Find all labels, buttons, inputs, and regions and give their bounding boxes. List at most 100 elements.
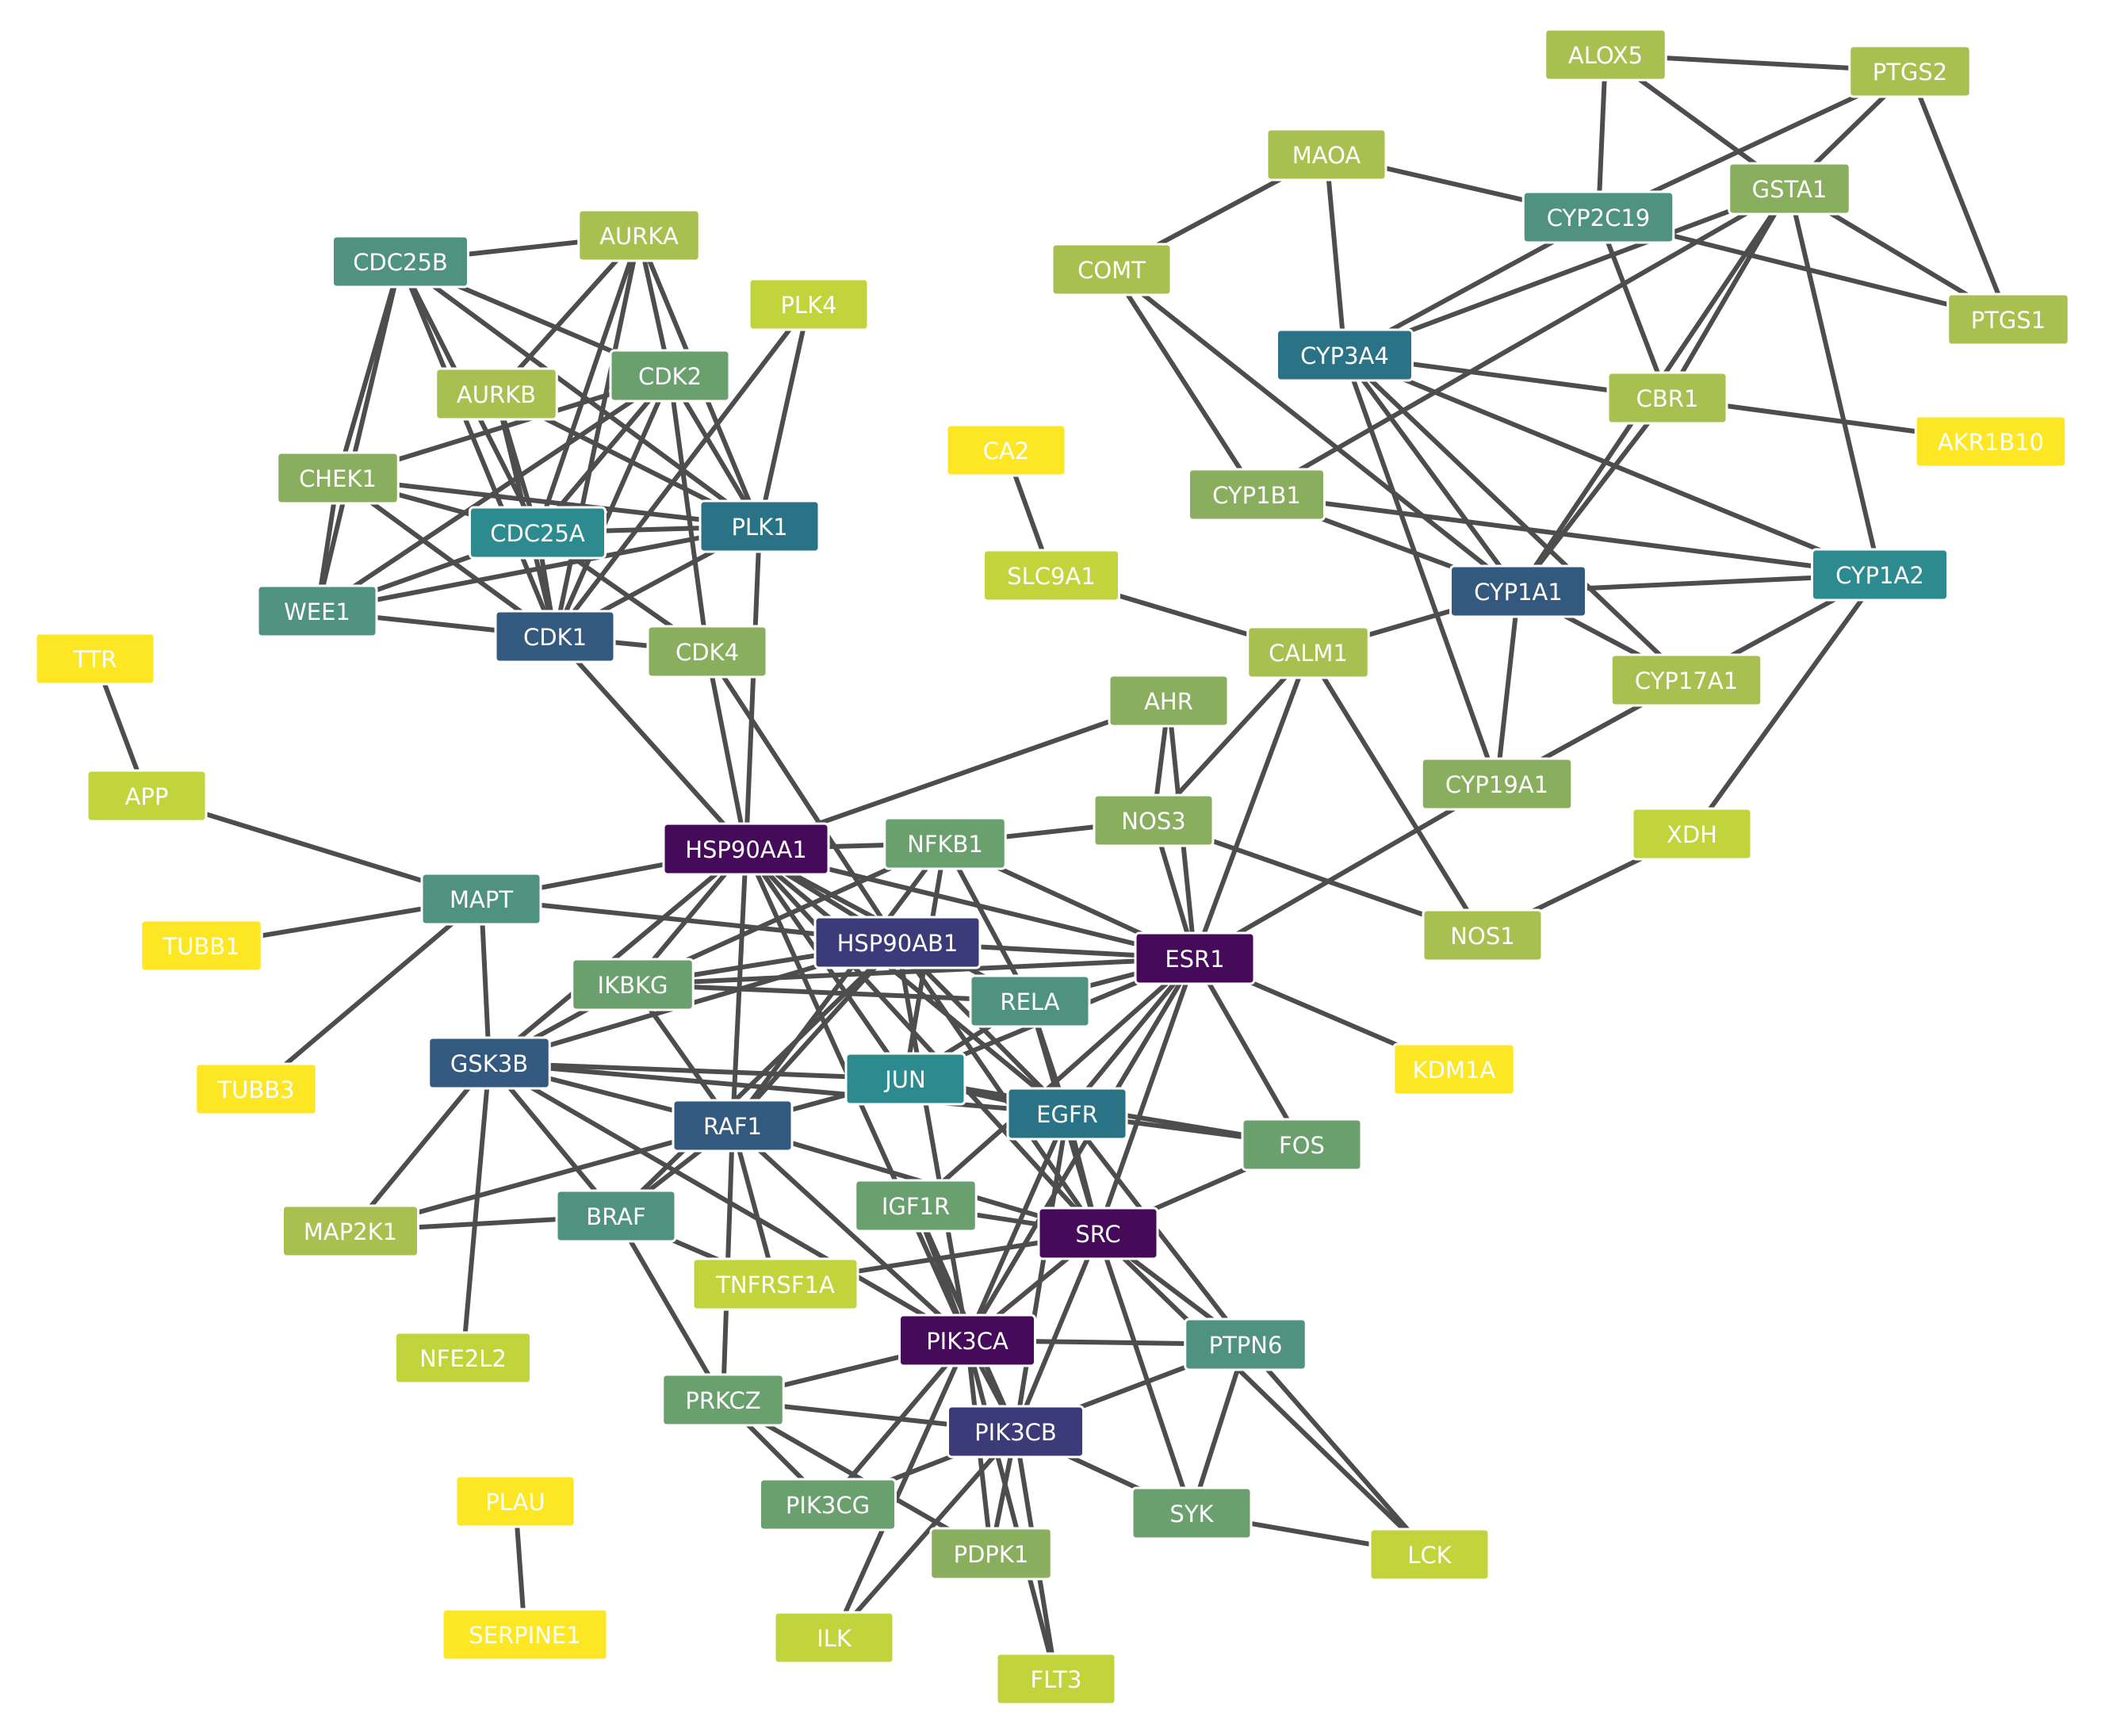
node-aurkb[interactable]: AURKB — [434, 367, 558, 421]
node-prkcz[interactable]: PRKCZ — [661, 1373, 785, 1427]
node-plau[interactable]: PLAU — [454, 1474, 576, 1528]
node-label: PLK4 — [780, 292, 836, 319]
edge-plk1-hsp90aa1 — [744, 524, 762, 851]
node-comt[interactable]: COMT — [1051, 243, 1173, 296]
node-tubb3[interactable]: TUBB3 — [194, 1062, 318, 1116]
node-cyp19a1[interactable]: CYP19A1 — [1420, 757, 1574, 811]
node-ikbkg[interactable]: IKBKG — [571, 958, 695, 1011]
edge-maoa-cyp3a4 — [1324, 152, 1347, 358]
node-tubb1[interactable]: TUBB1 — [140, 919, 263, 973]
node-gsta1[interactable]: GSTA1 — [1728, 162, 1851, 216]
node-nos3[interactable]: NOS3 — [1093, 793, 1215, 847]
node-box — [577, 208, 701, 262]
node-egfr[interactable]: EGFR — [1006, 1087, 1128, 1141]
node-pik3cg[interactable]: PIK3CG — [759, 1478, 897, 1531]
node-ca2[interactable]: CA2 — [945, 423, 1067, 477]
node-pdpk1[interactable]: PDPK1 — [929, 1527, 1053, 1581]
node-hsp90aa1[interactable]: HSP90AA1 — [662, 822, 830, 876]
node-braf[interactable]: BRAF — [555, 1189, 677, 1243]
node-box — [945, 423, 1067, 477]
node-map2k1[interactable]: MAP2K1 — [281, 1204, 419, 1258]
node-jun[interactable]: JUN — [844, 1052, 966, 1106]
node-app[interactable]: APP — [86, 769, 208, 823]
edge-cyp3a4-cyp1a1 — [1342, 353, 1521, 594]
node-label: HSP90AB1 — [837, 930, 959, 957]
node-cyp17a1[interactable]: CYP17A1 — [1609, 653, 1763, 707]
node-tnfrsf1a[interactable]: TNFRSF1A — [691, 1257, 859, 1311]
node-fos[interactable]: FOS — [1241, 1118, 1363, 1172]
node-alox5[interactable]: ALOX5 — [1544, 28, 1667, 82]
node-cdk2[interactable]: CDK2 — [609, 349, 731, 403]
node-cdc25b[interactable]: CDC25B — [331, 235, 469, 289]
node-calm1[interactable]: CALM1 — [1246, 625, 1370, 679]
node-box — [1368, 1528, 1491, 1581]
node-pik3cb[interactable]: PIK3CB — [947, 1405, 1085, 1459]
node-src[interactable]: SRC — [1037, 1206, 1159, 1260]
node-box — [1449, 564, 1587, 618]
node-box — [494, 610, 616, 663]
node-akr1b10[interactable]: AKR1B10 — [1914, 415, 2068, 468]
node-cyp1b1[interactable]: CYP1B1 — [1188, 468, 1326, 522]
node-rela[interactable]: RELA — [969, 974, 1091, 1028]
node-cyp2c19[interactable]: CYP2C19 — [1521, 190, 1675, 244]
node-nfe2l2[interactable]: NFE2L2 — [394, 1331, 532, 1385]
node-slc9a1[interactable]: SLC9A1 — [982, 549, 1120, 602]
node-box — [1246, 625, 1370, 679]
node-ptgs1[interactable]: PTGS1 — [1946, 293, 2070, 346]
node-ilk[interactable]: ILK — [773, 1611, 895, 1665]
edge-src-syk — [1096, 1231, 1194, 1516]
node-serpine1[interactable]: SERPINE1 — [441, 1608, 609, 1661]
node-maoa[interactable]: MAOA — [1265, 128, 1387, 182]
edge-esr1-pik3ca — [965, 956, 1197, 1343]
node-label: KDM1A — [1413, 1057, 1496, 1084]
node-cdk1[interactable]: CDK1 — [494, 610, 616, 663]
edge-hsp90ab1-braf — [614, 940, 900, 1218]
node-box — [969, 974, 1091, 1028]
node-nos1[interactable]: NOS1 — [1422, 908, 1544, 962]
node-kdm1a[interactable]: KDM1A — [1392, 1042, 1516, 1096]
edge-comt-cyp1b1 — [1109, 267, 1259, 497]
node-box — [982, 549, 1120, 602]
node-gsk3b[interactable]: GSK3B — [427, 1036, 551, 1090]
node-cdc25a[interactable]: CDC25A — [469, 506, 607, 560]
node-plk4[interactable]: PLK4 — [748, 277, 870, 331]
edge-cdc25b-plk1 — [398, 259, 762, 529]
node-nfkb1[interactable]: NFKB1 — [883, 816, 1007, 870]
node-cdk4[interactable]: CDK4 — [646, 625, 768, 679]
node-ptpn6[interactable]: PTPN6 — [1184, 1317, 1307, 1371]
node-label: ILK — [817, 1625, 852, 1652]
node-box — [748, 277, 870, 331]
node-aurka[interactable]: AURKA — [577, 208, 701, 262]
node-box — [1006, 1087, 1128, 1141]
node-pik3ca[interactable]: PIK3CA — [898, 1313, 1036, 1367]
node-lck[interactable]: LCK — [1368, 1528, 1491, 1581]
node-box — [1184, 1317, 1307, 1371]
node-box — [854, 1179, 978, 1233]
node-box — [1728, 162, 1851, 216]
node-flt3[interactable]: FLT3 — [995, 1652, 1117, 1706]
node-raf1[interactable]: RAF1 — [672, 1099, 794, 1153]
edge-plk1-wee1 — [315, 524, 762, 614]
node-cyp1a1[interactable]: CYP1A1 — [1449, 564, 1587, 618]
node-box — [646, 625, 768, 679]
node-ahr[interactable]: AHR — [1108, 674, 1230, 728]
node-cbr1[interactable]: CBR1 — [1606, 371, 1728, 425]
node-cyp3a4[interactable]: CYP3A4 — [1276, 328, 1414, 382]
node-chek1[interactable]: CHEK1 — [276, 451, 400, 505]
node-xdh[interactable]: XDH — [1631, 807, 1753, 861]
node-cyp1a2[interactable]: CYP1A2 — [1811, 548, 1949, 602]
node-esr1[interactable]: ESR1 — [1134, 931, 1256, 985]
node-wee1[interactable]: WEE1 — [256, 584, 378, 638]
node-igf1r[interactable]: IGF1R — [854, 1179, 978, 1233]
node-label: AHR — [1144, 688, 1193, 715]
edge-mapt-gsk3b — [479, 897, 492, 1065]
node-hsp90ab1[interactable]: HSP90AB1 — [813, 916, 982, 969]
node-mapt[interactable]: MAPT — [420, 872, 542, 926]
node-plk1[interactable]: PLK1 — [698, 499, 821, 553]
node-syk[interactable]: SYK — [1131, 1486, 1253, 1540]
node-ptgs2[interactable]: PTGS2 — [1848, 44, 1972, 98]
node-label: SRC — [1075, 1221, 1120, 1248]
node-ttr[interactable]: TTR — [34, 632, 156, 686]
edge-gsta1-cyp3a4 — [1342, 186, 1792, 358]
